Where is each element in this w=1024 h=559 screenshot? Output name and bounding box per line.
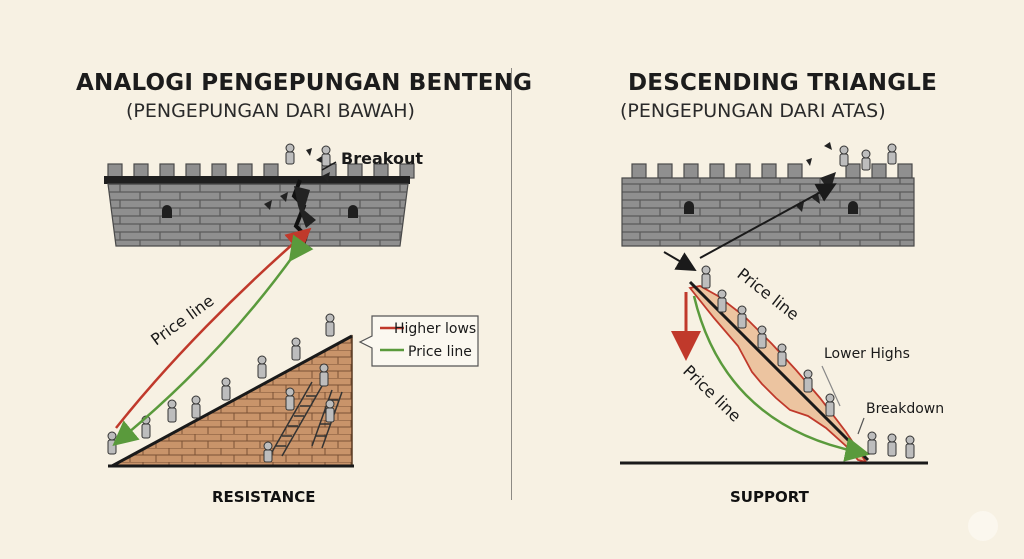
- left-fortress-wall: [104, 143, 415, 249]
- support-caption: SUPPORT: [730, 488, 809, 506]
- right-title: DESCENDING TRIANGLE: [628, 70, 938, 96]
- left-legend: Higher lows Price line: [358, 315, 479, 367]
- legend-higher-lows: Higher lows: [394, 321, 476, 337]
- right-soldiers: [701, 265, 915, 459]
- lower-highs-label: Lower Highs: [824, 346, 910, 362]
- left-green-arrow: [112, 234, 314, 446]
- breakout-label: Breakout: [341, 149, 423, 168]
- left-subtitle: (PENGEPUNGAN DARI BAWAH): [126, 100, 415, 122]
- center-divider: [511, 68, 512, 500]
- right-subtitle: (PENGEPUNGAN DARI ATAS): [620, 100, 886, 122]
- left-title: ANALOGI PENGEPUNGAN BENTENG: [76, 70, 533, 96]
- resistance-caption: RESISTANCE: [212, 488, 316, 506]
- right-green-arrow: [692, 295, 871, 462]
- corner-badge: [968, 511, 998, 541]
- breakdown-label: Breakdown: [866, 401, 944, 417]
- legend-price-line: Price line: [408, 344, 472, 360]
- right-fortress-wall: [621, 142, 915, 247]
- left-price-line-label: Price line: [147, 291, 217, 349]
- right-price-line-label-bottom: Price line: [679, 361, 745, 425]
